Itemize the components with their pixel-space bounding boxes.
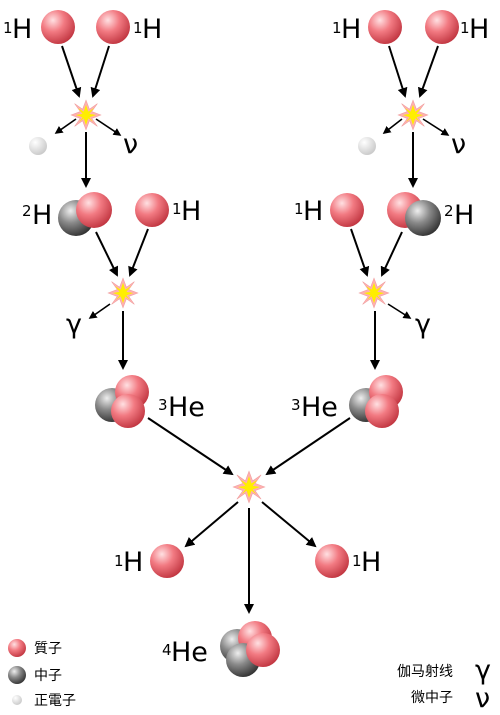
arrow <box>88 303 111 319</box>
fusion-flash <box>107 277 139 309</box>
neutrino-symbol: ν <box>123 129 138 160</box>
arrow <box>184 501 239 548</box>
proton <box>365 394 399 428</box>
arrow <box>380 231 403 277</box>
positron <box>358 137 376 155</box>
legend-neutrino-symbol: ν <box>475 683 490 714</box>
h1-mass-label: 1 <box>133 19 143 37</box>
fusion-flash <box>397 99 429 131</box>
he4-symbol-label: He <box>171 637 208 668</box>
he3-mass-label: 3 <box>291 396 301 414</box>
h1-symbol-label: H <box>341 14 361 45</box>
legend-proton-swatch <box>8 639 26 657</box>
arrow <box>147 417 234 476</box>
proton <box>135 193 169 227</box>
arrow <box>261 501 317 548</box>
arrow <box>95 118 122 136</box>
gamma-symbol: γ <box>415 309 431 340</box>
proton <box>150 544 184 578</box>
h1-mass-label: 1 <box>352 552 362 570</box>
right-branch: 1 H 1 H ν 1 H 2 H γ 3 He <box>265 10 489 476</box>
h1-symbol-label: H <box>361 547 381 578</box>
h1-symbol-label: H <box>12 14 32 45</box>
fusion-flash <box>358 277 390 309</box>
h1-mass-label: 1 <box>460 19 470 37</box>
arrow <box>61 45 82 98</box>
arrow <box>422 118 450 136</box>
proton <box>111 394 145 428</box>
h1-symbol-label: H <box>181 196 201 227</box>
legend-gamma-symbol: γ <box>475 655 491 686</box>
h1-symbol-label: H <box>142 14 162 45</box>
arrow <box>90 45 110 98</box>
proton <box>368 10 402 44</box>
h1-mass-label: 1 <box>294 200 304 218</box>
positron <box>29 137 47 155</box>
proton-top-left-a <box>41 10 75 44</box>
legend-neutrino-label: 微中子 <box>411 690 453 706</box>
arrow <box>418 45 439 98</box>
arrow <box>128 228 149 277</box>
proton <box>76 192 112 228</box>
final-reaction: 1 H 1 H 4 He <box>114 470 381 677</box>
h1-mass-label: 1 <box>332 19 342 37</box>
arrow <box>387 303 412 319</box>
h2-mass-label: 2 <box>444 202 454 220</box>
proton <box>425 10 459 44</box>
neutrino-symbol: ν <box>451 129 466 160</box>
legend-neutron-label: 中子 <box>34 668 62 684</box>
h2-mass-label: 2 <box>22 202 32 220</box>
arrow <box>95 231 118 277</box>
he4-mass-label: 4 <box>162 641 172 659</box>
h2-symbol-label: H <box>32 200 52 231</box>
arrow <box>388 45 408 98</box>
proton <box>330 193 364 227</box>
he3-symbol-label: He <box>168 392 205 423</box>
proton-top-left-b <box>96 10 130 44</box>
h1-symbol-label: H <box>123 547 143 578</box>
legend-neutron-swatch <box>8 666 26 684</box>
legend-proton-label: 質子 <box>34 641 62 657</box>
arrow <box>350 228 370 277</box>
left-branch: 1 H 1 H ν 2 H 1 H γ 3 He <box>3 10 234 476</box>
h1-mass-label: 1 <box>3 19 13 37</box>
neutron <box>405 200 441 236</box>
he3-mass-label: 3 <box>158 396 168 414</box>
legend-positron-swatch <box>12 695 22 705</box>
arrow <box>265 417 351 476</box>
proton <box>246 633 280 667</box>
arrow <box>54 118 77 134</box>
legend-positron-label: 正電子 <box>34 693 76 709</box>
legend: 質子 中子 正電子 伽马射线 γ 微中子 ν <box>8 639 491 714</box>
fusion-flash <box>232 470 266 504</box>
h2-symbol-label: H <box>454 200 474 231</box>
arrow <box>382 118 403 134</box>
legend-gamma-label: 伽马射线 <box>397 664 453 680</box>
he3-symbol-label: He <box>301 392 338 423</box>
fusion-flash <box>70 99 102 131</box>
h1-mass-label: 1 <box>172 200 182 218</box>
gamma-symbol: γ <box>66 309 82 340</box>
h1-symbol-label: H <box>469 14 489 45</box>
h1-symbol-label: H <box>303 196 323 227</box>
proton <box>315 544 349 578</box>
h1-mass-label: 1 <box>114 552 124 570</box>
